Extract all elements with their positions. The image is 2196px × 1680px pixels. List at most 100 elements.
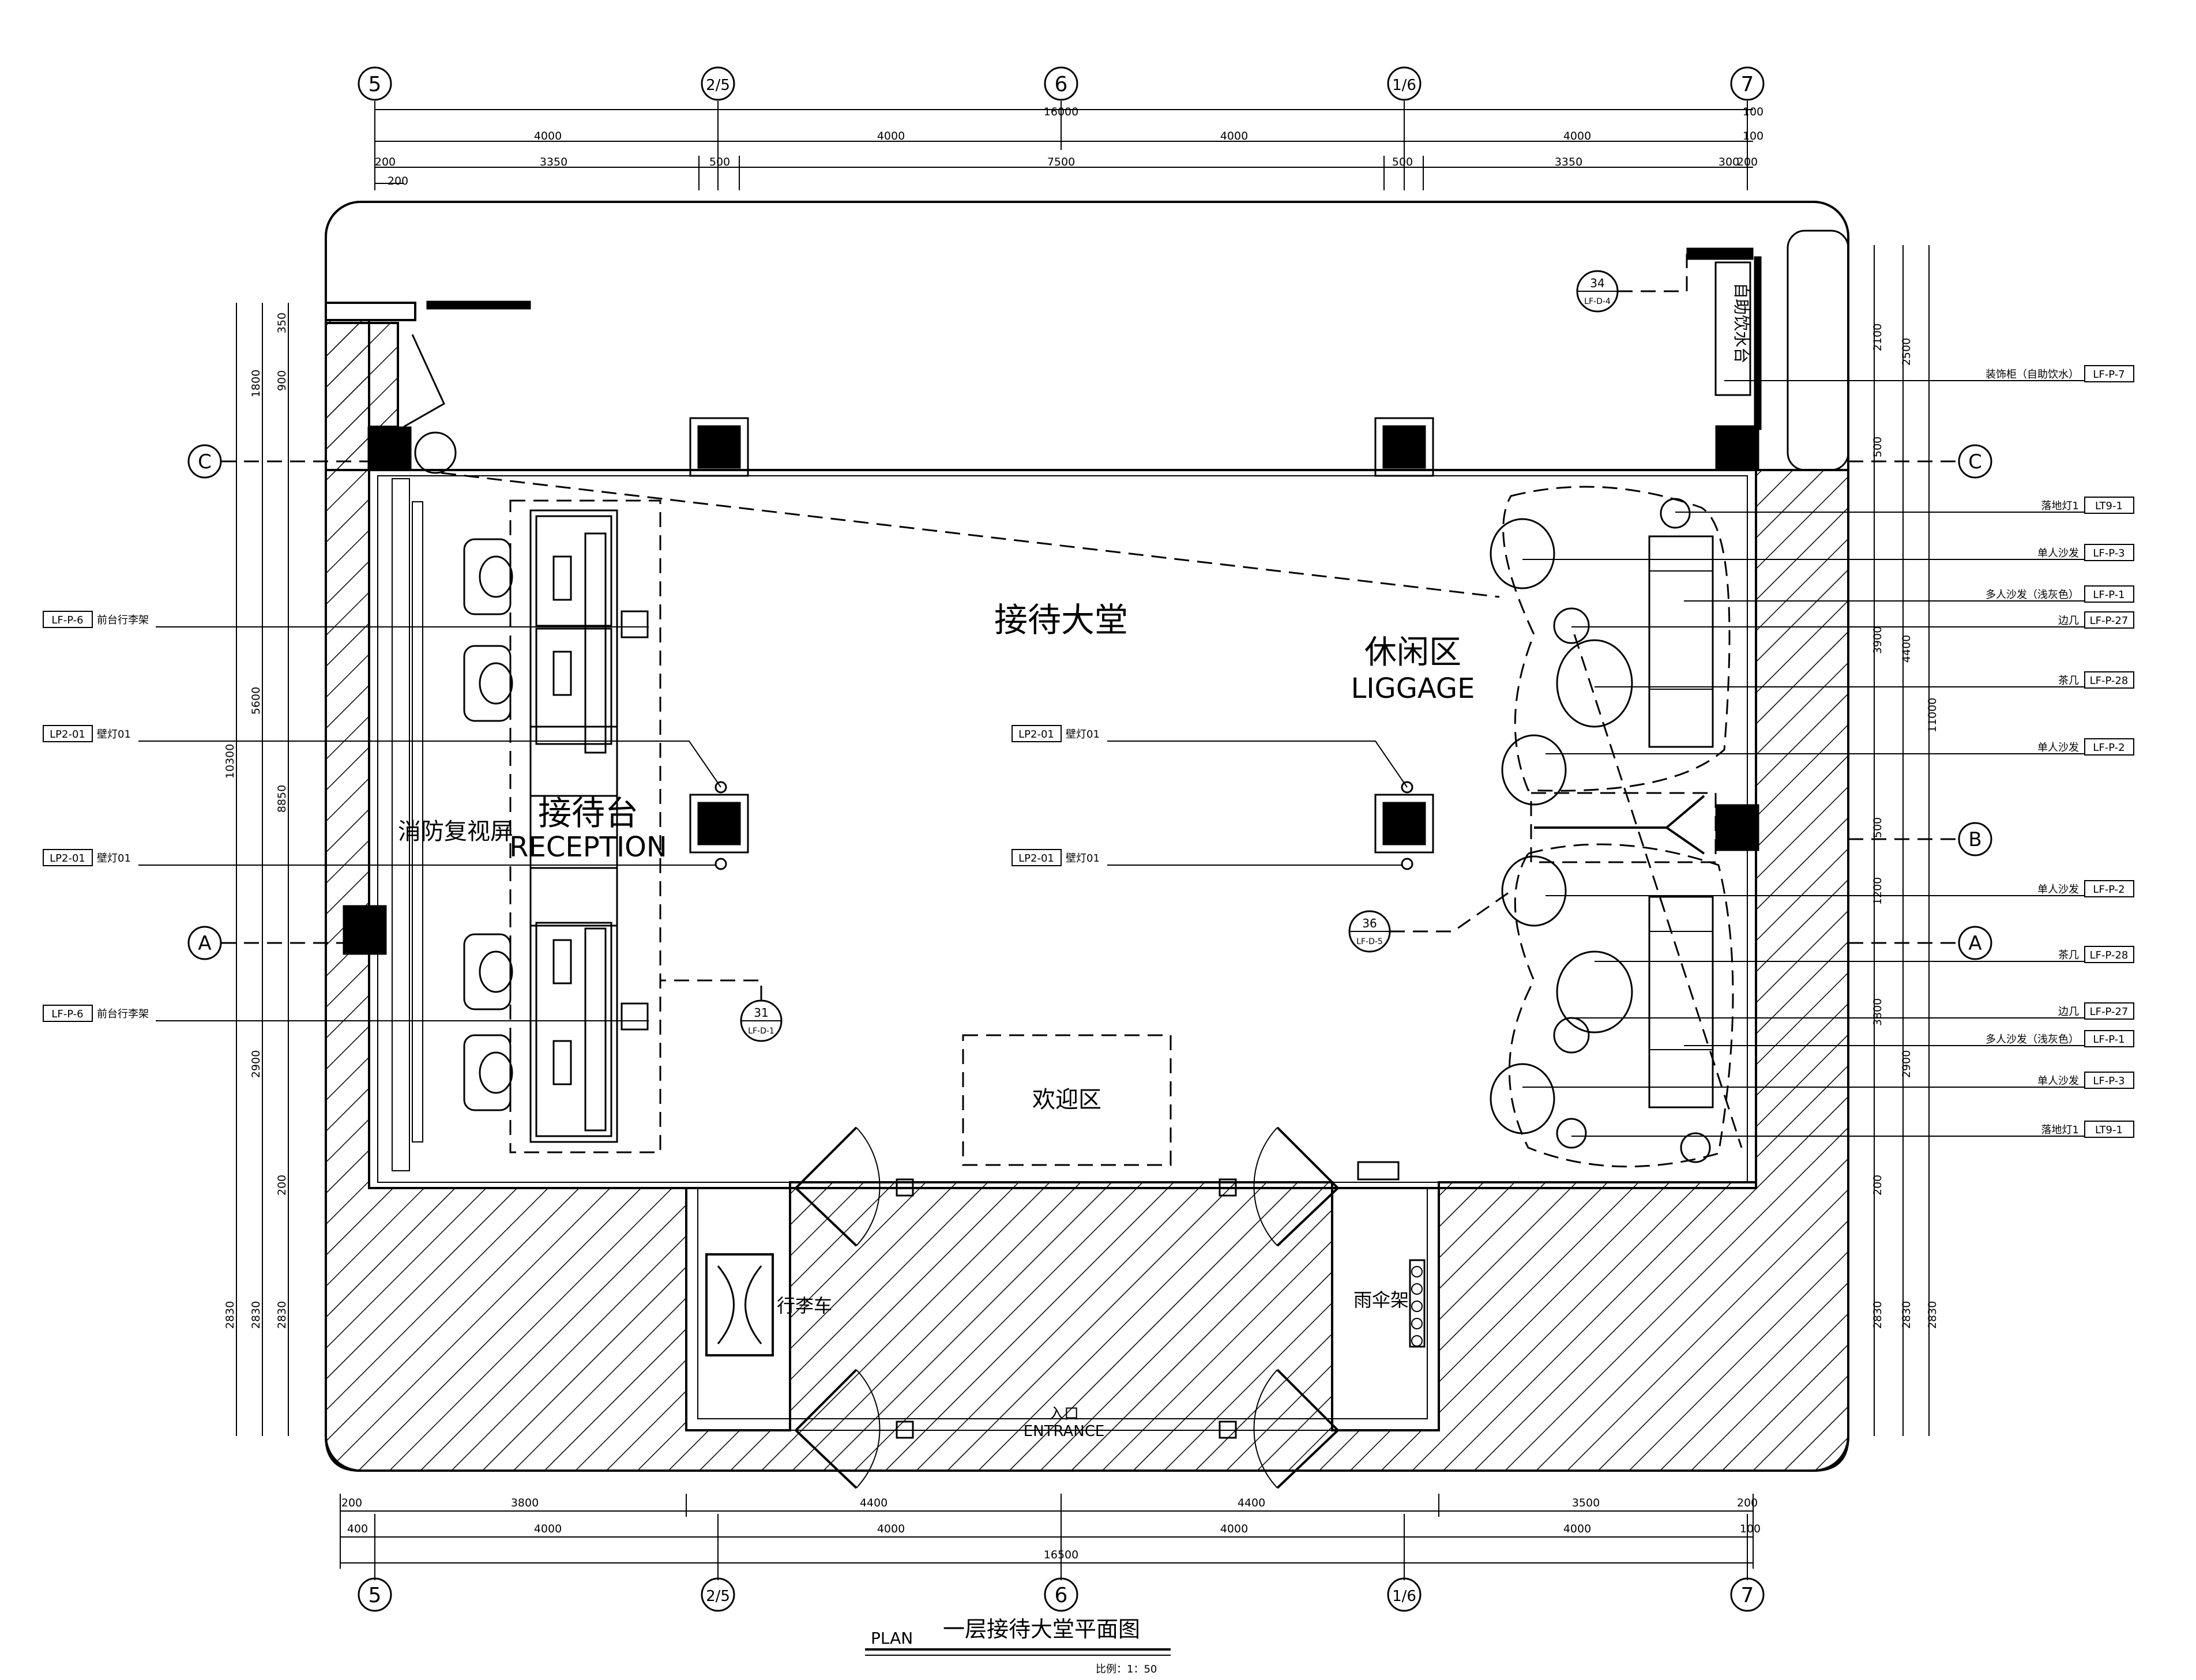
right-mid-dim-1: 2500 xyxy=(1900,338,1913,366)
self-service-label: 自助饮水台 xyxy=(1732,283,1751,363)
bottom-dim-row2-3: 4000 xyxy=(877,1523,905,1535)
axis-top-1-6: 1/6 xyxy=(1392,77,1416,94)
top-dim-row2-5: 500 xyxy=(1392,156,1413,168)
detail-markers: 34 LF-D-4 31 LF-D-1 36 LF-D-5 xyxy=(660,254,1688,1042)
detail-31-num: 31 xyxy=(754,1006,768,1020)
entrance-label-en: ENTRANCE xyxy=(1024,1423,1105,1440)
right-tag-7-label: 单人沙发 xyxy=(2037,742,2079,754)
axis-top-6: 6 xyxy=(1055,73,1068,96)
fire-screen-label: 消防复视屏 xyxy=(398,818,513,845)
right-tag-9-code: LF-P-28 xyxy=(2090,949,2129,961)
right-tag-2-label: 落地灯1 xyxy=(2041,500,2079,512)
bottom-dim-row2-6: 100 xyxy=(1740,1523,1761,1535)
detail-31-ref: LF-D-1 xyxy=(748,1027,774,1036)
bottom-dim-row2-1: 400 xyxy=(347,1523,368,1535)
right-tag-7-code: LF-P-2 xyxy=(2093,742,2124,754)
vestibule-furniture xyxy=(705,1253,1426,1356)
left-tag-1-label: 前台行李架 xyxy=(97,614,149,626)
axis-bottom-6: 6 xyxy=(1055,1584,1068,1607)
left-mid-dim-1: 1800 xyxy=(250,370,262,397)
left-tag-1-code: LF-P-6 xyxy=(51,614,83,626)
left-tag-3-label: 壁灯01 xyxy=(97,852,131,865)
right-tag-9-label: 茶几 xyxy=(2058,949,2079,961)
axis-bottom-5: 5 xyxy=(368,1584,382,1607)
left-dimension-group: 10300 2830 1800 5600 2900 2830 350 900 8… xyxy=(224,303,289,1436)
wall-lights xyxy=(715,781,1413,870)
right-inner-dim-9: 2830 xyxy=(1871,1301,1884,1329)
entrance-label-cn: 入口 xyxy=(1049,1405,1079,1423)
right-tag-11-label: 多人沙发（浅灰色） xyxy=(1986,1033,2079,1046)
right-dimension-group: 2100 500 3900 500 1200 3800 2900 200 283… xyxy=(1871,245,1939,1436)
top-dim-row1-1: 4000 xyxy=(534,130,562,142)
right-inner-dim-3: 3900 xyxy=(1871,626,1884,654)
reception-label-en: RECEPTION xyxy=(509,831,667,863)
bottom-dim-row2-2: 4000 xyxy=(534,1523,562,1535)
left-inner-dim-2: 900 xyxy=(276,370,288,391)
right-tag-10-code: LF-P-27 xyxy=(2090,1006,2129,1018)
lobby-label: 接待大堂 xyxy=(994,600,1128,640)
reception-desk xyxy=(463,499,661,1153)
left-tag-3-code: LP2-01 xyxy=(50,852,85,865)
axis-bottom-1-6: 1/6 xyxy=(1392,1588,1416,1605)
right-tag-1-label: 装饰柜（自助饮水） xyxy=(1986,369,2079,381)
left-outer-dim-2: 2830 xyxy=(224,1301,236,1329)
bottom-dim-row1-4: 4400 xyxy=(1238,1497,1265,1509)
right-inner-dim-8: 200 xyxy=(1871,1175,1884,1196)
entrance-doors xyxy=(795,1126,1400,1489)
detail-34-ref: LF-D-4 xyxy=(1584,297,1611,306)
grid-dashed-lines xyxy=(441,469,1743,1148)
right-tag-8-label: 单人沙发 xyxy=(2037,884,2079,896)
left-inner-dim-5: 2830 xyxy=(276,1301,288,1329)
right-tag-10-label: 边几 xyxy=(2058,1006,2079,1018)
row-axis-bubbles: C A C B A xyxy=(187,444,1992,960)
detail-34-num: 34 xyxy=(1590,276,1604,290)
right-inner-dim-4: 500 xyxy=(1871,817,1884,838)
right-mid-dim-2: 4400 xyxy=(1900,635,1913,663)
left-tag-2-code: LP2-01 xyxy=(50,728,85,741)
axis-right-a: A xyxy=(1968,932,1981,955)
structural-columns xyxy=(343,417,1759,955)
detail-36-ref: LF-D-5 xyxy=(1356,937,1383,946)
center-tag-1-code: LP2-01 xyxy=(1018,728,1054,741)
bottom-dim-row1-5: 3500 xyxy=(1572,1497,1600,1509)
left-tag-4-code: LF-P-6 xyxy=(51,1008,83,1020)
right-tags: 装饰柜（自助饮水） LF-P-7 落地灯1 LT9-1 单人沙发 LF-P-3 … xyxy=(1522,365,2134,1138)
right-tag-2-code: LT9-1 xyxy=(2095,500,2123,512)
bottom-axis-bubbles: 5 2/5 6 1/6 7 xyxy=(358,1577,1765,1612)
title-plan: PLAN xyxy=(871,1629,913,1648)
left-mid-dim-3: 2900 xyxy=(250,1050,262,1078)
right-inner-dim-5: 1200 xyxy=(1871,877,1884,905)
right-tag-1-code: LF-P-7 xyxy=(2093,369,2124,381)
luggage-cart-label: 行李车 xyxy=(777,1295,832,1317)
self-service-cabinet: 自助饮水台 xyxy=(1686,230,1849,471)
axis-bottom-2-5: 2/5 xyxy=(706,1588,730,1605)
center-tags: LP2-01 壁灯01 LP2-01 壁灯01 xyxy=(1011,725,1408,866)
top-dim-row1-2: 4000 xyxy=(877,130,905,142)
top-dim-row3-start: 200 xyxy=(388,175,408,187)
top-dim-row2-3: 500 xyxy=(709,156,730,168)
top-dim-row1-4: 4000 xyxy=(1563,130,1591,142)
right-tag-13-code: LT9-1 xyxy=(2095,1124,2123,1136)
center-tag-2-label: 壁灯01 xyxy=(1066,852,1100,865)
left-tags: LF-P-6 前台行李架 LP2-01 壁灯01 LP2-01 壁灯01 LF-… xyxy=(43,611,721,1022)
right-tag-3-code: LF-P-3 xyxy=(2093,547,2124,559)
left-shelving xyxy=(392,431,457,1171)
right-mid-dim-3: 2830 xyxy=(1900,1301,1913,1329)
right-inner-dim-7: 2900 xyxy=(1900,1050,1913,1078)
bottom-dimension-group: 200 3800 4400 4400 3500 200 400 4000 400… xyxy=(340,1494,1761,1580)
reception-label-cn: 接待台 xyxy=(538,794,638,833)
left-mid-dim-2: 5600 xyxy=(250,687,262,715)
right-tag-5-code: LF-P-27 xyxy=(2090,615,2129,627)
detail-36-num: 36 xyxy=(1362,916,1377,930)
right-tag-13-label: 落地灯1 xyxy=(2041,1124,2079,1136)
top-dim-row2-1: 200 xyxy=(375,156,396,168)
left-mid-dim-4: 2830 xyxy=(250,1301,262,1329)
top-axis-bubbles: 5 2/5 6 1/6 7 xyxy=(358,66,1765,101)
axis-top-2-5: 2/5 xyxy=(706,77,730,94)
right-tag-6-label: 茶几 xyxy=(2058,675,2079,687)
title-scale: 比例：1：50 xyxy=(1096,1663,1157,1675)
bottom-dim-row2-5: 4000 xyxy=(1563,1523,1591,1535)
left-tag-2-label: 壁灯01 xyxy=(97,728,131,741)
right-inner-dim-6: 3800 xyxy=(1871,998,1884,1026)
